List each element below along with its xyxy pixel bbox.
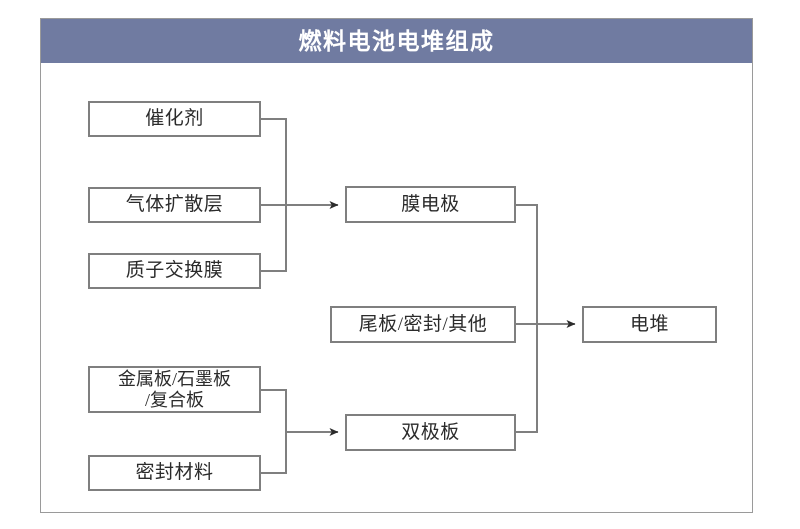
title-bar: 燃料电池电堆组成: [41, 19, 752, 63]
node-metal-graphite-composite-plate[interactable]: 金属板/石墨板 /复合板: [88, 366, 261, 413]
node-gas-diffusion-layer[interactable]: 气体扩散层: [88, 187, 261, 223]
node-stack[interactable]: 电堆: [582, 306, 717, 343]
page-title: 燃料电池电堆组成: [298, 27, 495, 54]
node-endplate-seal-other[interactable]: 尾板/密封/其他: [330, 306, 516, 343]
node-catalyst[interactable]: 催化剂: [88, 101, 261, 137]
node-membrane-electrode-assembly[interactable]: 膜电极: [345, 186, 516, 223]
node-bipolar-plate[interactable]: 双极板: [345, 414, 516, 451]
node-proton-exchange-membrane[interactable]: 质子交换膜: [88, 253, 261, 289]
node-sealing-material[interactable]: 密封材料: [88, 455, 261, 491]
